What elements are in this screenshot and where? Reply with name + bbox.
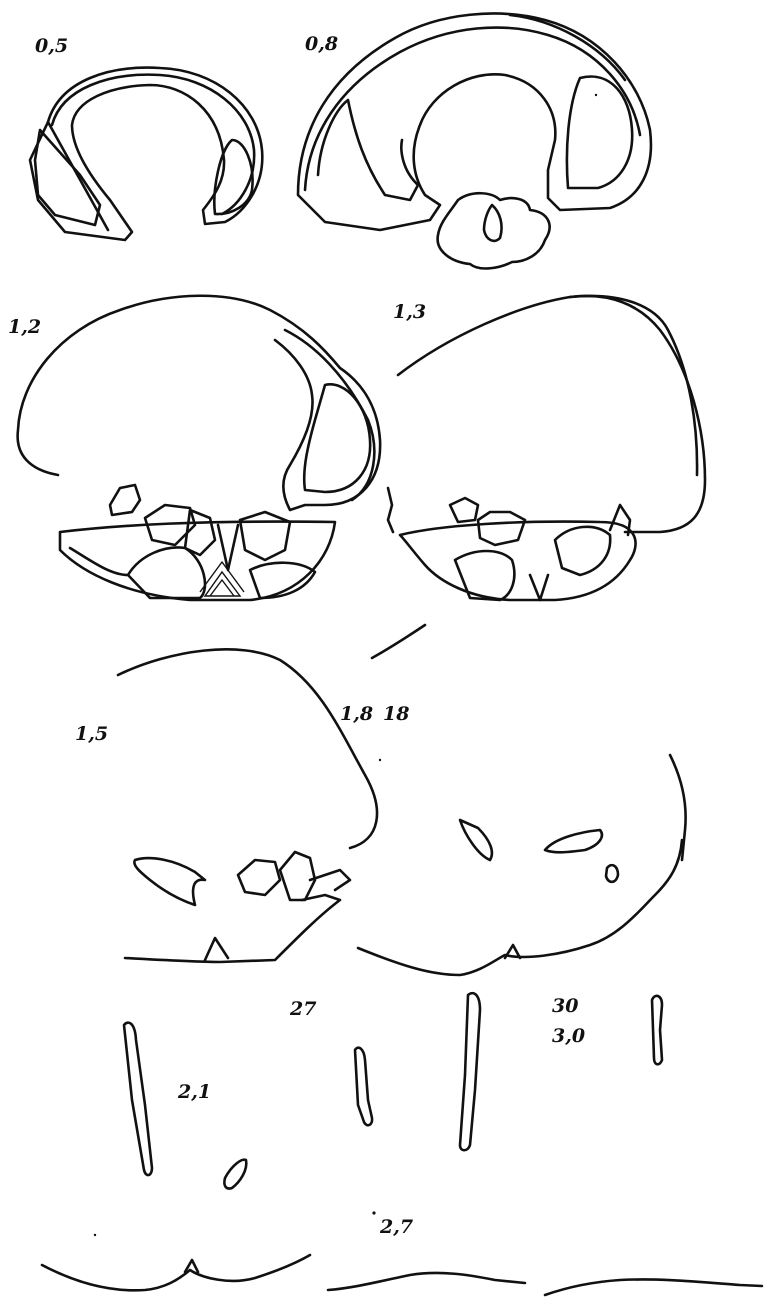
label-1-8: 1,8 [340,703,373,725]
section-1-3: 1,3 [388,296,705,600]
ink-dot [372,1211,375,1214]
label-2-7: 2,7 [379,1216,413,1238]
section-1-5: 1,5 [75,649,377,962]
label-30: 30 [552,995,578,1017]
section-0-8: 0,8 [298,14,651,269]
label-0-8: 0,8 [305,33,338,55]
label-2-1: 2,1 [177,1081,211,1103]
label-3-0: 3,0 [552,1025,585,1047]
section-0-5: 0,5 [30,35,262,240]
stray-stroke [372,625,425,658]
section-1-2: 1,2 [8,296,380,600]
label-1-2: 1,2 [8,316,41,338]
ink-dot [595,94,597,96]
ink-dot [379,759,381,761]
ink-dot [94,1234,96,1236]
label-18: 18 [383,703,409,725]
section-3-0: 30 3,0 [552,995,662,1064]
label-0-5: 0,5 [35,35,68,57]
section-2-7: 27 2,7 [289,993,480,1238]
label-1-5: 1,5 [75,723,108,745]
section-1-8: 1,8 18 [340,703,686,975]
section-2-1: 2,1 [124,1023,372,1189]
bottom-contours [42,1255,762,1295]
label-27: 27 [289,998,316,1020]
label-1-3: 1,3 [393,301,426,323]
